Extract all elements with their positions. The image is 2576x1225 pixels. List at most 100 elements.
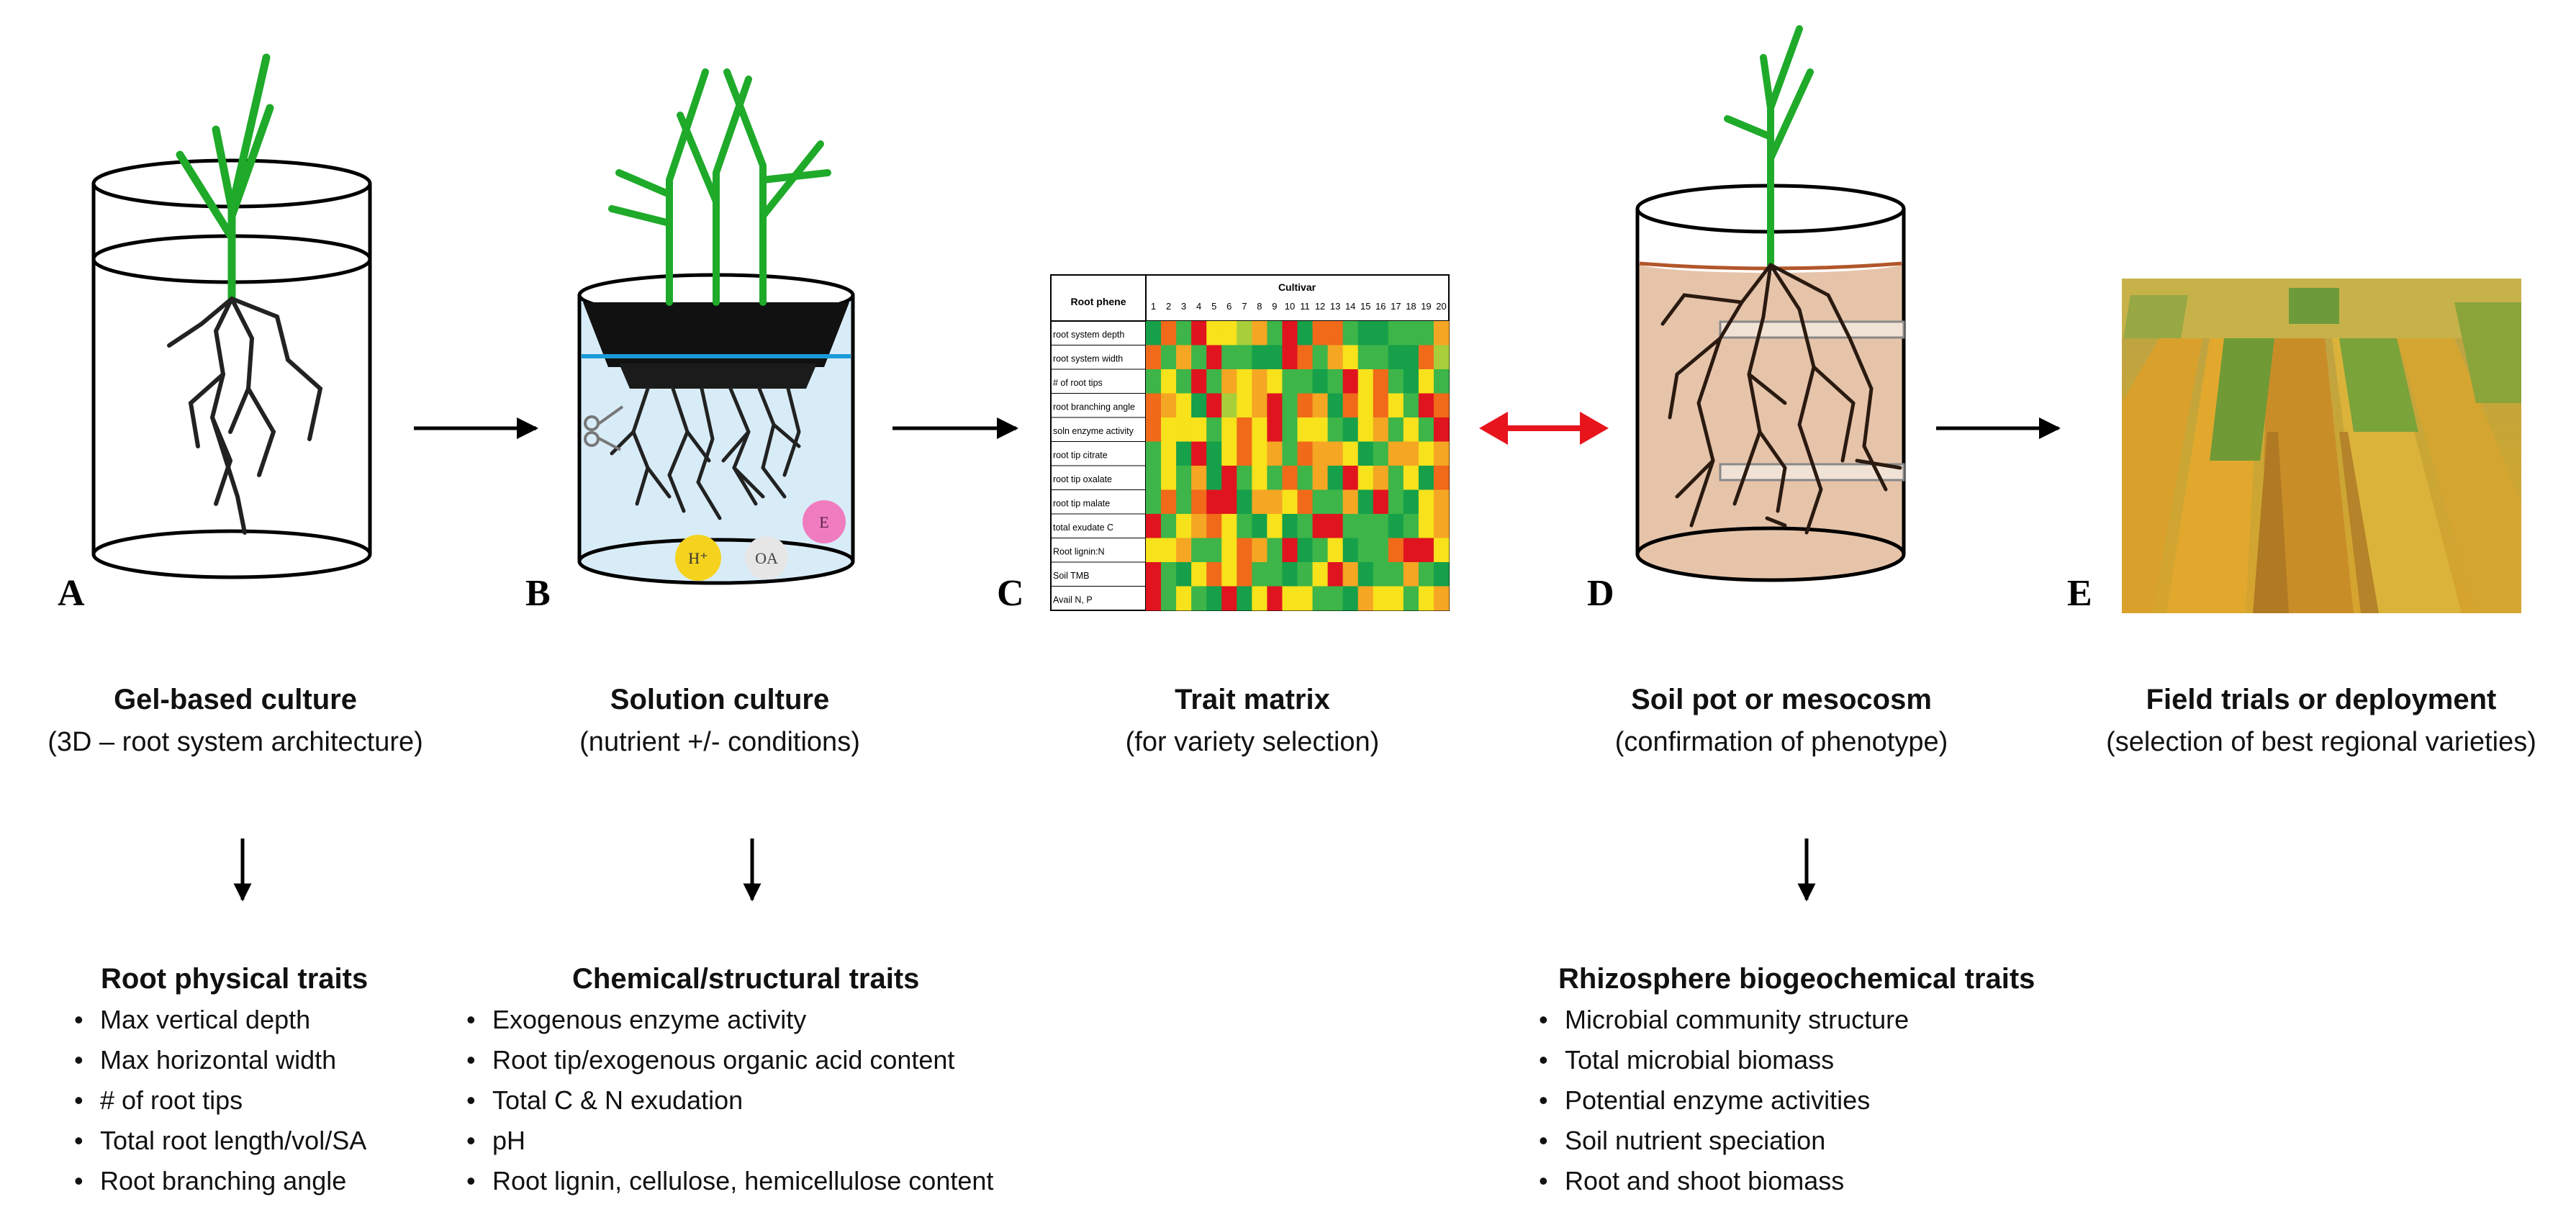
matrix-cell — [1282, 393, 1298, 418]
solution-culture-illustration: H⁺ OA E — [577, 68, 855, 585]
matrix-cell — [1252, 538, 1267, 563]
matrix-cell — [1312, 586, 1328, 611]
root-window-upper — [1719, 320, 1905, 339]
matrix-cell — [1403, 393, 1419, 418]
matrix-column-label: 10 — [1285, 301, 1295, 312]
trait-item: Total C & N exudation — [461, 1080, 993, 1121]
matrix-cell — [1312, 417, 1328, 442]
matrix-cell — [1176, 321, 1192, 345]
root-system-icon — [1660, 263, 1902, 535]
matrix-cell — [1327, 345, 1344, 370]
matrix-cell — [1342, 514, 1359, 538]
stage-title-field: Field trials or deployment — [2146, 684, 2497, 715]
matrix-cell — [1418, 321, 1434, 345]
trait-item: Max horizontal width — [68, 1040, 368, 1080]
matrix-cell — [1403, 538, 1419, 563]
matrix-column-label: 6 — [1226, 301, 1231, 312]
panel-letter-a: A — [58, 573, 85, 614]
trait-block-rhizosphere: Rhizosphere biogeochemical traits Microb… — [1533, 963, 2035, 1201]
matrix-cell — [1297, 393, 1313, 418]
matrix-cell — [1191, 393, 1207, 418]
matrix-cell — [1373, 514, 1389, 538]
matrix-cell — [1342, 562, 1359, 587]
matrix-cell — [1373, 321, 1389, 345]
matrix-column-label: 7 — [1242, 301, 1247, 312]
matrix-cell — [1297, 417, 1313, 442]
matrix-column-label: 18 — [1406, 301, 1416, 312]
matrix-cell — [1252, 562, 1267, 587]
matrix-cell — [1342, 321, 1359, 345]
matrix-column-label: 4 — [1196, 301, 1201, 312]
matrix-cell — [1312, 538, 1328, 563]
matrix-cell — [1282, 441, 1298, 466]
proton-label: H⁺ — [688, 549, 708, 567]
matrix-cell — [1161, 586, 1177, 611]
matrix-cell — [1327, 417, 1344, 442]
matrix-cell — [1433, 345, 1450, 370]
matrix-cell — [1221, 345, 1237, 370]
matrix-cell — [1206, 489, 1222, 515]
trait-item: pH — [461, 1121, 993, 1161]
matrix-cell — [1237, 417, 1252, 442]
trait-item: Max vertical depth — [68, 1000, 368, 1040]
matrix-cell — [1161, 489, 1177, 515]
matrix-cell — [1252, 586, 1267, 611]
matrix-cell — [1191, 514, 1207, 538]
matrix-cell — [1237, 393, 1252, 418]
matrix-cell — [1403, 514, 1419, 538]
matrix-cell — [1403, 562, 1419, 587]
matrix-cell — [1342, 466, 1359, 490]
matrix-cell — [1221, 393, 1237, 418]
matrix-cell — [1403, 417, 1419, 442]
matrix-cell — [1146, 321, 1162, 345]
matrix-cell — [1342, 441, 1359, 466]
matrix-cell — [1357, 538, 1374, 563]
matrix-cell — [1418, 466, 1434, 490]
matrix-cell — [1267, 586, 1283, 611]
matrix-cell — [1373, 345, 1389, 370]
matrix-cell — [1252, 441, 1267, 466]
matrix-cell — [1297, 369, 1313, 394]
trait-item: Root lignin, cellulose, hemicellulose co… — [461, 1161, 993, 1201]
matrix-cell — [1282, 321, 1298, 345]
matrix-cell — [1267, 321, 1283, 345]
matrix-row-label: root tip malate — [1053, 498, 1110, 508]
matrix-cell — [1191, 441, 1207, 466]
matrix-cell — [1342, 345, 1359, 370]
matrix-cell — [1327, 466, 1344, 490]
matrix-cell — [1161, 345, 1177, 370]
matrix-cell — [1191, 562, 1207, 587]
panel-letter-b: B — [525, 573, 551, 614]
matrix-cell — [1237, 538, 1252, 563]
matrix-cell — [1146, 514, 1162, 538]
matrix-cell — [1327, 514, 1344, 538]
matrix-cell — [1237, 562, 1252, 587]
matrix-cell — [1221, 514, 1237, 538]
trait-title-physical: Root physical traits — [101, 963, 369, 995]
trait-item: Total root length/vol/SA — [68, 1121, 368, 1161]
float-lid — [583, 302, 849, 367]
matrix-cell — [1191, 466, 1207, 490]
matrix-cell — [1297, 538, 1313, 563]
matrix-cell — [1373, 369, 1389, 394]
matrix-cell — [1388, 417, 1404, 442]
matrix-row-label: root system depth — [1053, 330, 1124, 340]
matrix-cell — [1237, 489, 1252, 515]
matrix-cell — [1388, 369, 1404, 394]
matrix-cell — [1433, 538, 1450, 563]
matrix-cell — [1342, 489, 1359, 515]
matrix-cell — [1282, 538, 1298, 563]
matrix-cell — [1267, 514, 1283, 538]
matrix-cell — [1282, 345, 1298, 370]
matrix-cell — [1297, 586, 1313, 611]
matrix-cell — [1327, 538, 1344, 563]
matrix-cell — [1206, 586, 1222, 611]
matrix-cell — [1342, 393, 1359, 418]
trait-item: Root and shoot biomass — [1533, 1161, 2035, 1201]
matrix-cell — [1146, 369, 1162, 394]
matrix-column-label: 20 — [1436, 301, 1446, 312]
matrix-cell — [1191, 538, 1207, 563]
matrix-cell — [1221, 562, 1237, 587]
